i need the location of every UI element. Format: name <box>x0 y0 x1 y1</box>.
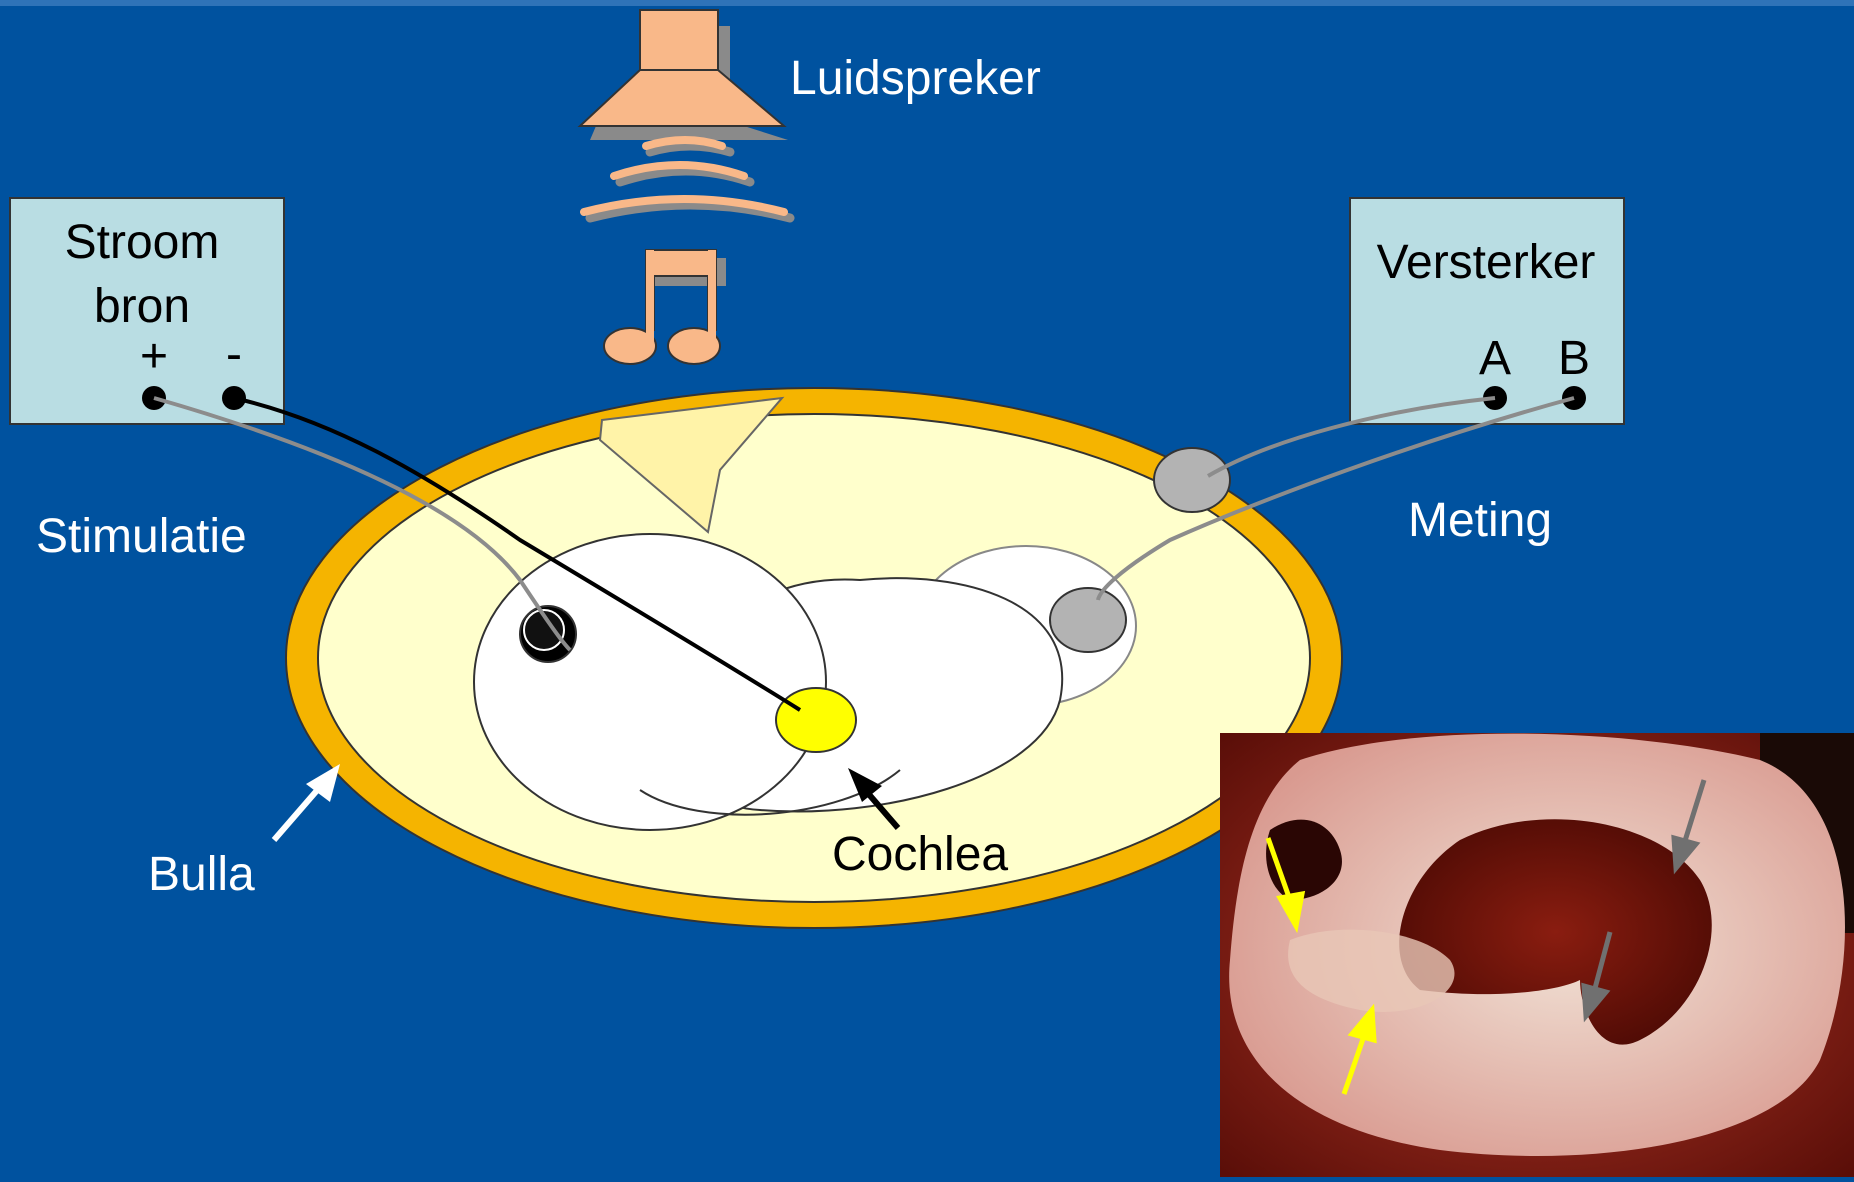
top-border <box>0 0 1854 6</box>
amplifier-label: Versterker <box>1377 236 1596 289</box>
loudspeaker-icon <box>580 10 788 140</box>
stimulation-label: Stimulatie <box>36 510 247 563</box>
current-source-box: Stroom bron + - <box>10 198 284 424</box>
sound-waves <box>584 140 790 218</box>
current-source-label-line2: bron <box>94 280 190 333</box>
terminal-b-label: B <box>1558 332 1590 385</box>
current-source-label-line1: Stroom <box>65 216 220 269</box>
plus-terminal-label: + <box>140 330 168 383</box>
bulla-label: Bulla <box>148 848 255 901</box>
music-note-icon <box>604 250 726 364</box>
measurement-label: Meting <box>1408 494 1552 547</box>
minus-terminal-label: - <box>226 328 242 381</box>
cochlea-label: Cochlea <box>832 828 1008 881</box>
speaker-label: Luidspreker <box>790 52 1041 105</box>
recording-electrode-b <box>1050 588 1126 652</box>
bulla-arrow-icon <box>274 764 340 840</box>
amplifier-box: Versterker A B <box>1350 198 1624 424</box>
cochlea-photo <box>1220 733 1854 1177</box>
recording-electrode-a <box>1154 448 1230 512</box>
stimulation-electrode-yellow <box>776 688 856 752</box>
terminal-a-label: A <box>1479 332 1511 385</box>
